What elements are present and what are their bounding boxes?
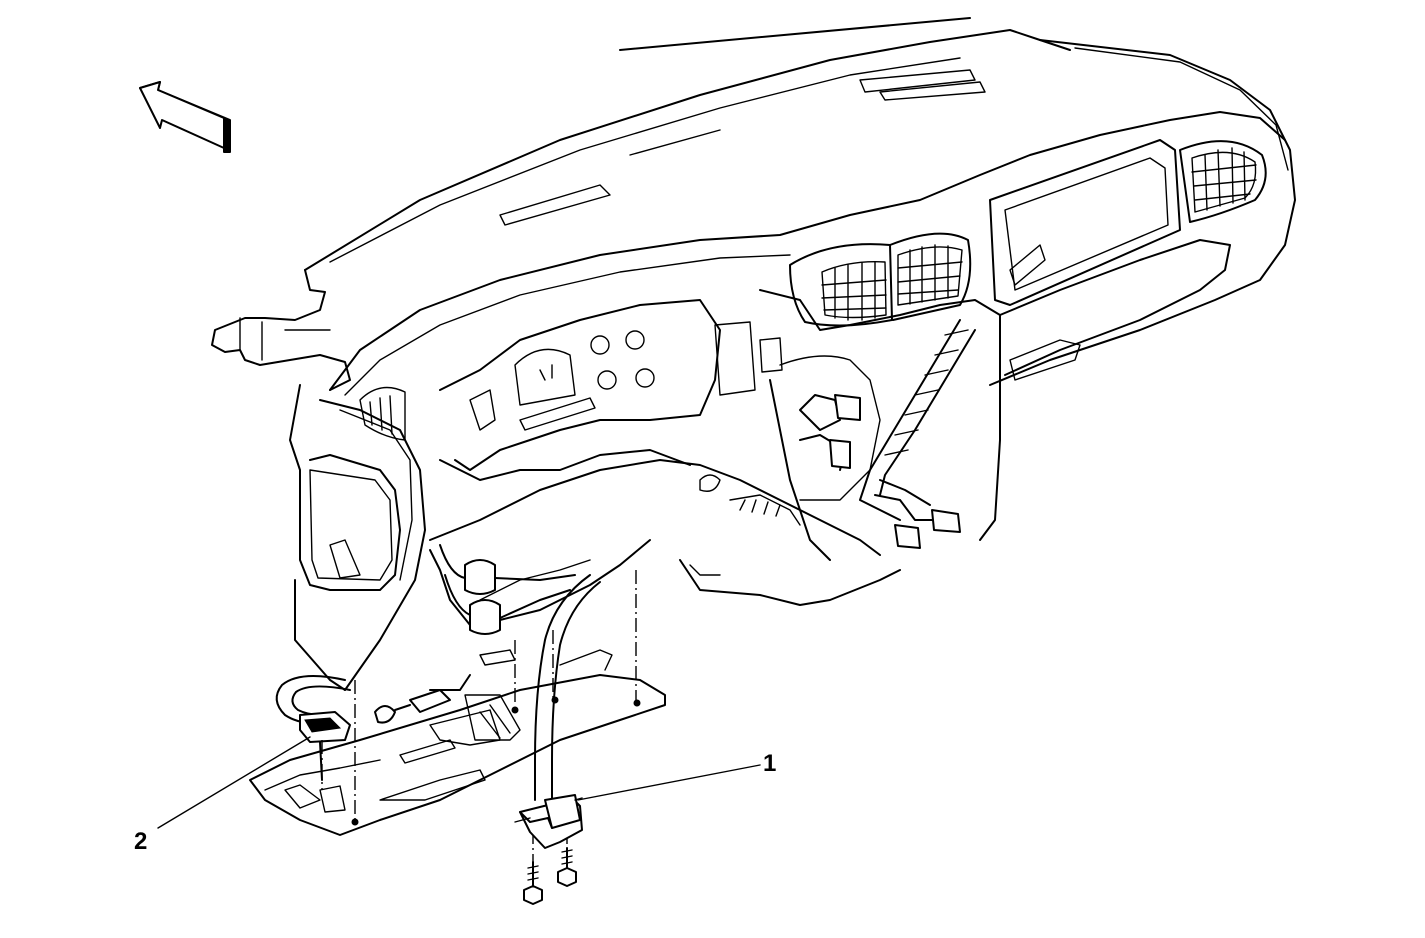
wiring-harness xyxy=(799,319,976,549)
item-1-module xyxy=(514,574,601,905)
center-vents xyxy=(714,232,1001,561)
lower-harness-loop xyxy=(275,675,351,781)
lower-panel xyxy=(429,459,901,635)
leader-lines xyxy=(157,736,761,829)
instrument-panel-outline xyxy=(211,17,1296,691)
mounting-plate xyxy=(249,649,666,836)
callout-2-label: 2 xyxy=(134,828,148,855)
forward-direction-arrow-icon xyxy=(139,81,231,153)
callout-1-label: 1 xyxy=(763,750,777,777)
instrument-cluster xyxy=(439,299,721,481)
glovebox-and-right-vent xyxy=(989,139,1267,381)
